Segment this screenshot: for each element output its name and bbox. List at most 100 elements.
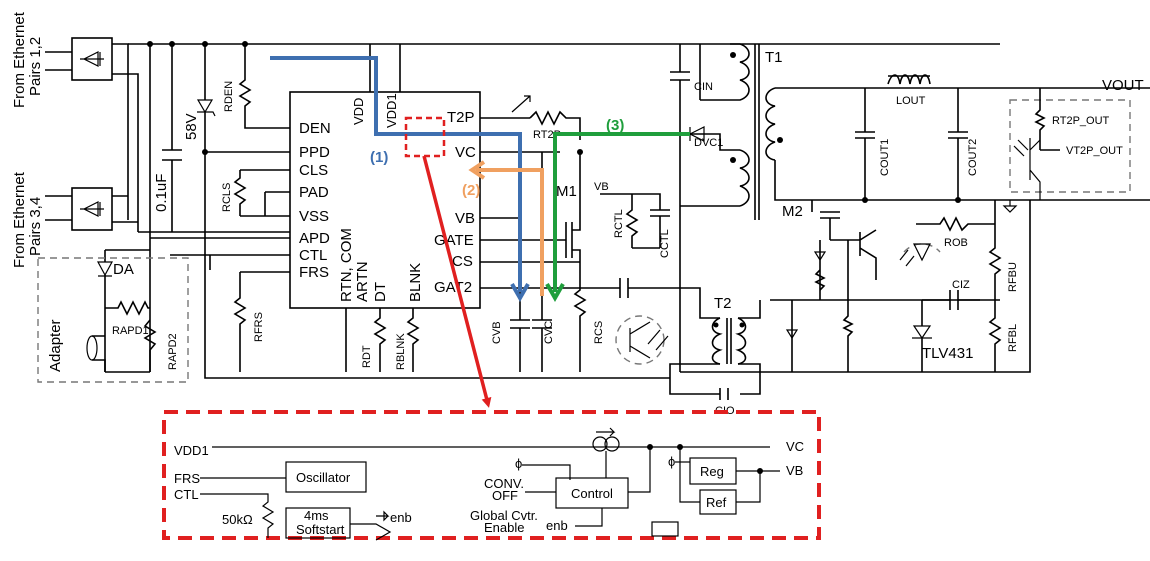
cvb-label: CVB	[491, 321, 503, 344]
ciz-label: CIZ	[952, 279, 970, 291]
diode-da-icon	[96, 261, 114, 277]
control-label: Control	[571, 486, 613, 501]
vt2p-out-label: VT2P_OUT	[1066, 145, 1123, 157]
oscillator-block	[285, 461, 367, 493]
rapd1-label: RAPD1	[112, 325, 149, 337]
pin-artn: ARTN	[354, 261, 371, 302]
rcls-label: RCLS	[221, 183, 233, 212]
zener-diode-icon	[196, 99, 216, 117]
pin-apd: APD	[299, 230, 330, 247]
pin-gate: GATE	[434, 232, 474, 249]
path-3-arrowhead	[545, 283, 565, 303]
conv-off-line2: OFF	[492, 488, 518, 503]
tlv431-icon	[912, 325, 932, 340]
transformers: T1 DVC1 T2 CIO	[660, 43, 1150, 417]
global-enable-line1: Global Cvtr.	[470, 508, 538, 523]
bridge-diode-2-icon	[80, 201, 104, 217]
inset-vb-label: VB	[786, 463, 803, 478]
rob-label: ROB	[944, 237, 968, 249]
m2-mosfet-icon	[811, 200, 840, 240]
tlv431-label: TLV431	[922, 345, 973, 362]
dvc1-label: DVC1	[694, 137, 723, 149]
t1-label: T1	[765, 49, 783, 66]
path-2-arrowhead	[468, 160, 486, 180]
ref-label: Ref	[706, 495, 727, 510]
bridge-diode-1-icon	[80, 51, 104, 67]
pin-ctl: CTL	[299, 247, 327, 264]
conv-off-line1: CONV.	[484, 476, 524, 491]
path-2-line	[476, 168, 544, 296]
adapter-box	[37, 257, 189, 383]
pin-cs: CS	[452, 253, 473, 270]
t1-secondary-winding	[765, 87, 776, 161]
bridge-rectifier-1	[71, 37, 113, 81]
pin-vc: VC	[455, 144, 476, 161]
t1-aux-winding	[739, 149, 750, 207]
rapd2-label: RAPD2	[167, 333, 179, 370]
inset-ctl-label: CTL	[174, 487, 199, 502]
highlight-zoom-box	[404, 116, 446, 158]
pin-pad: PAD	[299, 184, 329, 201]
pin-vdd1: VDD1	[384, 93, 399, 128]
path-3-label: (3)	[606, 117, 624, 134]
path-2-label: (2)	[462, 182, 480, 199]
da-label: DA	[113, 261, 134, 278]
inset-phi-2: ϕ	[668, 454, 675, 469]
zener-58v-label: 58V	[183, 113, 200, 140]
inset-vc-label: VC	[786, 439, 804, 454]
cout2-label: COUT2	[967, 139, 979, 176]
m2-label: M2	[782, 203, 803, 220]
inset-enb-bottom-label: enb	[546, 518, 568, 533]
inset-resistor-label: 50kΩ	[222, 512, 253, 527]
ethernet-12-label-line2: Pairs 1,2	[27, 37, 44, 96]
inset-detail: VDD1 FRS CTL 50kΩ Oscillator 4ms Softsta…	[162, 410, 821, 541]
pin-rtn-com: RTN, COM	[338, 228, 355, 302]
ic-body	[289, 91, 481, 309]
softstart-label-2: Softstart	[296, 522, 345, 537]
rblnk-label: RBLNK	[395, 333, 407, 370]
rdt-label: RDT	[361, 345, 373, 368]
ethernet-34-label-line2: Pairs 3,4	[27, 197, 44, 256]
pin-t2p: T2P	[447, 109, 475, 126]
cctl-label: CCTL	[659, 229, 671, 258]
input-section: From Ethernet Pairs 1,2 From Ethernet Pa…	[11, 11, 1000, 383]
pin-ppd: PPD	[299, 144, 330, 161]
path-1-line	[270, 56, 522, 292]
controller-ic: DEN PPD CLS PAD VSS APD CTL FRS T2P VC V…	[289, 44, 481, 372]
vb-node-label: VB	[594, 181, 609, 193]
adapter-jack-icon	[86, 335, 98, 361]
oscillator-label: Oscillator	[296, 470, 351, 485]
optocoupler-secondary-icon	[899, 249, 915, 267]
m1-mosfet-icon	[560, 212, 581, 262]
path-3-line	[553, 132, 690, 292]
pin-blnk: BLNK	[407, 263, 424, 302]
t2-winding-left	[711, 317, 723, 365]
path-1-arrowhead	[510, 283, 530, 303]
t2-winding-right	[735, 317, 747, 365]
cin-label: CIN	[694, 81, 713, 93]
ethernet-12-label-line1: From Ethernet	[11, 11, 28, 108]
ethernet-34-label-line1: From Ethernet	[11, 171, 28, 268]
rfrs-label: RFRS	[253, 312, 265, 342]
inset-phi-1: ϕ	[515, 456, 522, 471]
control-block	[555, 477, 629, 509]
vout-label: VOUT	[1102, 77, 1144, 94]
inset-frs-label: FRS	[174, 471, 200, 486]
inset-frame	[162, 410, 821, 540]
m1-label: M1	[556, 183, 577, 200]
pin-vss: VSS	[299, 208, 329, 225]
inset-vdd1-label: VDD1	[174, 443, 209, 458]
pin-cls: CLS	[299, 162, 328, 179]
pin-den: DEN	[299, 120, 331, 137]
pin-dt: DT	[372, 282, 389, 302]
rfbu-label: RFBU	[1007, 262, 1019, 292]
zoom-arrow	[422, 155, 492, 408]
optocoupler-primary-icon	[615, 315, 665, 365]
t2p-out-box	[1009, 99, 1131, 193]
rt2p-out-label: RT2P_OUT	[1052, 115, 1110, 127]
global-enable-line2: Enable	[484, 520, 524, 535]
bridge-rectifier-2	[71, 187, 113, 231]
rfbl-label: RFBL	[1007, 324, 1019, 352]
inset-enb-top-label: enb	[390, 510, 412, 525]
